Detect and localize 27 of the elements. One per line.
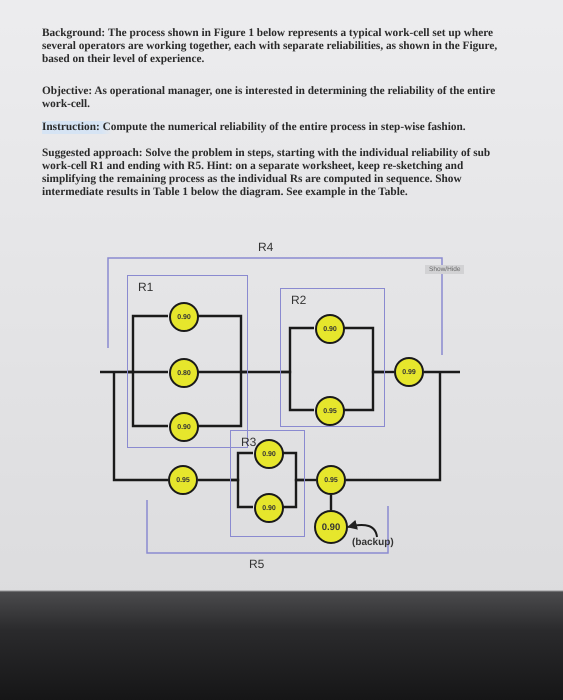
wire bbox=[424, 370, 460, 374]
subsystem-box bbox=[230, 430, 305, 537]
subsystem-label: R1 bbox=[138, 280, 154, 294]
reliability-circle: 0.90 bbox=[314, 510, 348, 544]
subsystem-label: R3 bbox=[241, 435, 256, 449]
wire bbox=[230, 478, 253, 508]
arrow bbox=[347, 520, 378, 538]
wire bbox=[283, 478, 305, 508]
wire bbox=[100, 370, 127, 374]
wire bbox=[198, 478, 230, 482]
subsystem-label: R2 bbox=[291, 293, 306, 307]
wire bbox=[330, 495, 332, 510]
instruction-paragraph: Suggested approach: Solve the problem in steps, starting with the individual reliability of sub work-cell R1 and ending with R5. Hint: on a separate worksheet, keep re-sketching and simplifying the remaining process as the individual Rs are computed in sequence. Show intermediate results in Table 1 below the diagram. See example in the Table. bbox=[42, 147, 492, 199]
wire bbox=[198, 370, 248, 428]
subsystem-box bbox=[280, 288, 385, 427]
wire bbox=[280, 370, 314, 412]
wire bbox=[248, 370, 280, 374]
wire bbox=[112, 372, 168, 482]
bracket-label: R4 bbox=[258, 240, 274, 254]
bracket-label: R5 bbox=[249, 557, 264, 571]
wire bbox=[305, 478, 316, 482]
wire bbox=[127, 370, 168, 428]
wire bbox=[344, 370, 385, 412]
backup-label: (backup) bbox=[352, 537, 402, 551]
wire bbox=[346, 372, 442, 482]
instruction-paragraph: Background: The process shown in Figure 1 below represents a typical work-cell set up where several operators are working together, each with separate reliabilities, as shown in the Figure, based on their level of experience. bbox=[42, 27, 498, 66]
instruction-paragraph: Objective: As operational manager, one is interested in determining the reliability of the entire work-cell. bbox=[42, 85, 496, 111]
